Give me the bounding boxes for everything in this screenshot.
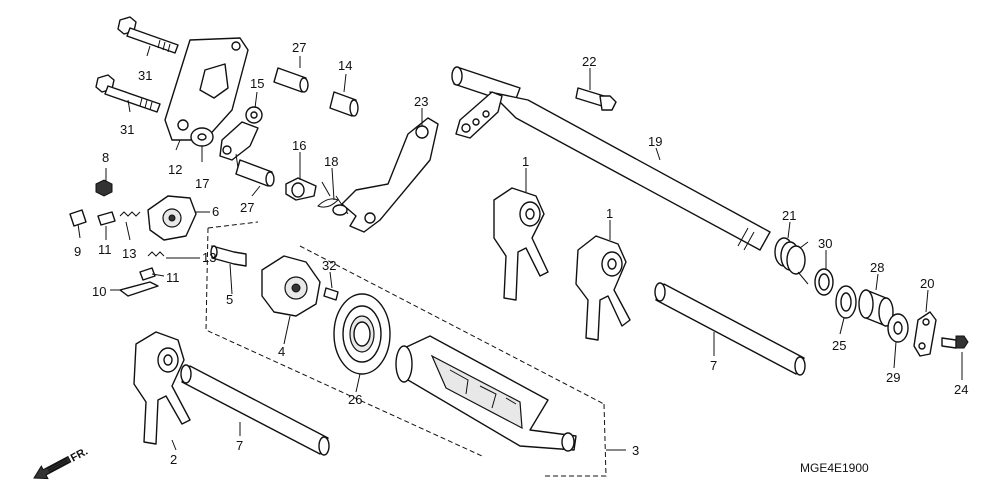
callout-20: 20 (920, 276, 934, 291)
callout-30: 30 (818, 236, 832, 251)
plate-6 (147, 195, 197, 241)
bolt-22 (575, 87, 617, 111)
bolt-24 (941, 335, 969, 349)
callout-25: 25 (832, 338, 846, 353)
collar-27-lower (235, 159, 275, 187)
drum-center-4 (261, 255, 321, 317)
bracket-12 (164, 37, 249, 141)
plate-20 (913, 311, 937, 357)
pin-5 (210, 245, 247, 267)
callout-26: 26 (348, 392, 362, 407)
leader-lines (77, 45, 963, 451)
callout-3: 3 (632, 443, 639, 458)
pin-9 (69, 209, 87, 227)
callout-18: 18 (324, 154, 338, 169)
dowel-11-lower (139, 267, 156, 281)
callout-24: 24 (954, 382, 968, 397)
callout-29: 29 (886, 370, 900, 385)
washer-29 (887, 313, 909, 343)
shift-fork-1-right (575, 235, 631, 341)
callout-32: 32 (322, 258, 336, 273)
front-direction-arrow: FR. (33, 446, 90, 480)
callout-2: 2 (170, 452, 177, 467)
direction-label: FR. (69, 446, 90, 465)
callout-27-lower: 27 (240, 200, 254, 215)
spring-18 (317, 181, 349, 216)
spring-13-upper (119, 211, 141, 217)
callout-13-lower: 13 (202, 250, 216, 265)
callout-16: 16 (292, 138, 306, 153)
pin-32 (323, 287, 339, 301)
callout-9: 9 (74, 244, 81, 259)
callout-11-lower: 11 (166, 270, 180, 285)
callout-22: 22 (582, 54, 596, 69)
callout-10: 10 (92, 284, 106, 299)
callout-13-upper: 13 (122, 246, 136, 261)
callout-31-upper: 31 (138, 68, 152, 83)
needle-bearing-28 (858, 289, 894, 327)
circlip-30 (814, 268, 834, 296)
callout-28: 28 (870, 260, 884, 275)
bolt-31-upper (117, 16, 179, 54)
callout-15: 15 (250, 76, 264, 91)
callout-12: 12 (168, 162, 182, 177)
callout-21: 21 (782, 208, 796, 223)
spring-21 (774, 237, 809, 285)
callout-4: 4 (278, 344, 285, 359)
drum-assembly-outline (205, 221, 626, 477)
bearing-26 (333, 293, 391, 375)
callout-11-upper: 11 (98, 242, 112, 257)
callout-14: 14 (338, 58, 352, 73)
collar-27-upper (273, 67, 309, 93)
callout-27-upper: 27 (292, 40, 306, 55)
stopper-10 (119, 281, 159, 297)
washer-17 (190, 127, 214, 147)
callout-19: 19 (648, 134, 662, 149)
callout-31-lower: 31 (120, 122, 134, 137)
callout-17: 17 (195, 176, 209, 191)
callout-23: 23 (414, 94, 428, 109)
shift-arm-23 (341, 117, 439, 233)
shift-fork-1-left (493, 187, 549, 301)
shift-shaft-19 (451, 66, 771, 251)
bolt-31-lower (95, 74, 161, 113)
oil-seal-25 (835, 285, 857, 319)
shift-fork-2 (133, 331, 191, 445)
catalog-code: MGE4E1900 (800, 461, 869, 475)
callout-1-left: 1 (522, 154, 529, 169)
callout-6: 6 (212, 204, 219, 219)
bolt-16 (285, 177, 317, 201)
shift-drum-3 (395, 335, 577, 452)
nut-8 (95, 179, 113, 197)
spring-13-lower (147, 251, 165, 257)
fork-shaft-7-left (180, 364, 330, 456)
callout-7-left: 7 (236, 438, 243, 453)
callout-labels: 31 31 27 14 15 8 12 17 6 9 11 13 13 11 1… (74, 40, 968, 467)
fork-shaft-7-right (654, 282, 806, 376)
callout-1-right: 1 (606, 206, 613, 221)
spacer-14 (329, 91, 359, 117)
callout-5: 5 (226, 292, 233, 307)
callout-8: 8 (102, 150, 109, 165)
dowel-11-upper (97, 211, 116, 226)
callout-7-right: 7 (710, 358, 717, 373)
clip-15 (219, 106, 263, 161)
